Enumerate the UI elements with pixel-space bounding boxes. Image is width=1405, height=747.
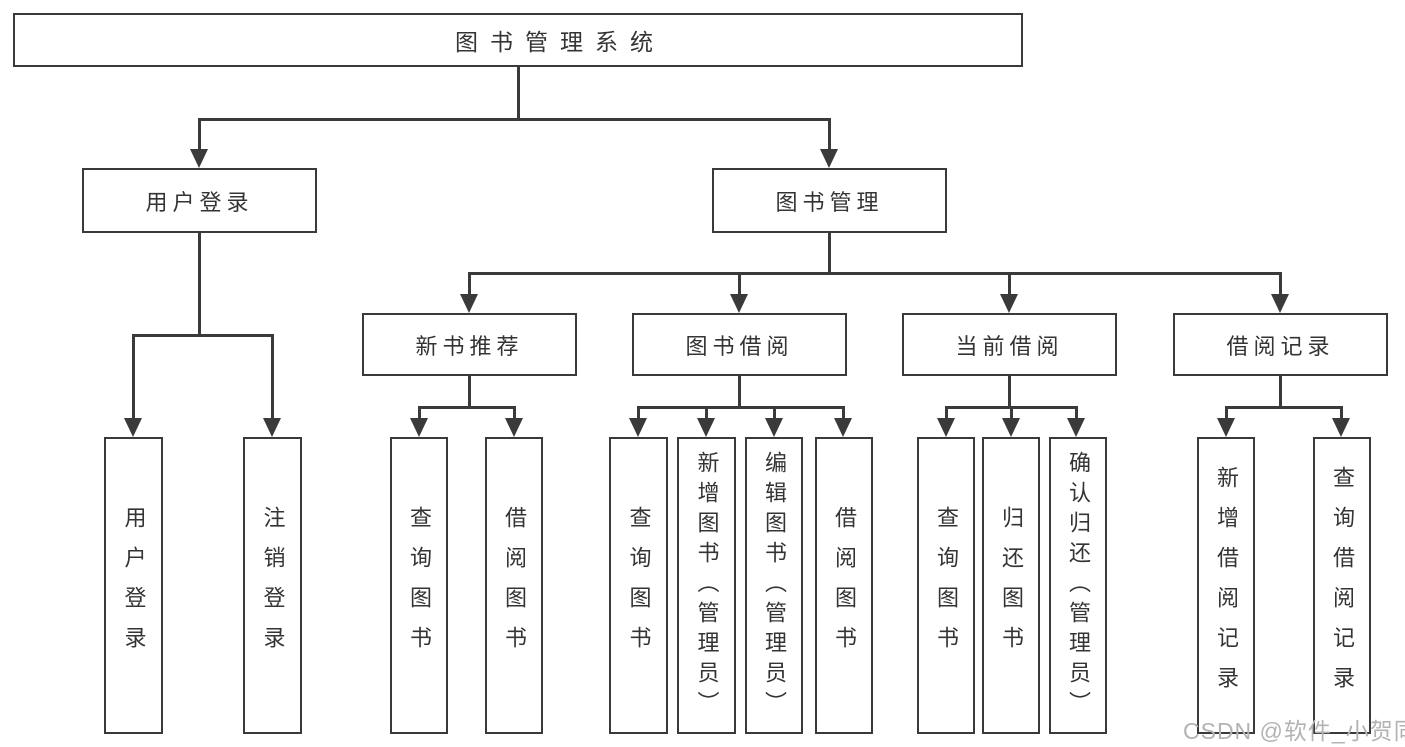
leaf-query-borrow-record-label: 查询借阅记录 [1330,465,1355,706]
arrow-down-cb-confirm [1067,418,1085,437]
leaf-confirm-return-admin: 确认归还（管理员） [1049,437,1107,734]
connector-bb-borrow [842,406,845,419]
arrow-down-book-borrow [730,294,748,313]
arrow-down-login-leaf [124,418,142,437]
node-borrow-records: 借阅记录 [1173,313,1388,376]
arrow-down-borrow-records [1271,294,1289,313]
leaf-edit-books-admin-label: 编辑图书（管理员） [762,450,787,721]
connector-new-book-bar [418,406,515,409]
leaf-confirm-return-admin-label: 确认归还（管理员） [1066,450,1091,721]
connector-current-borrow-stem [1008,376,1011,406]
leaf-borrow-books: 借阅图书 [815,437,873,734]
connector-bb-add [705,406,708,419]
leaf-logout-label: 注销登录 [260,505,286,666]
arrow-down-bb-add [697,418,715,437]
arrow-down-logout-leaf [263,418,281,437]
connector-bb-query [637,406,640,419]
node-new-book-recommend-label: 新书推荐 [415,333,524,359]
connector-book-mgmt-bar [469,272,1281,275]
connector-to-logout-leaf [271,334,274,419]
node-user-login: 用户登录 [82,168,317,233]
leaf-query-borrow-record: 查询借阅记录 [1313,437,1371,734]
arrow-down-bb-borrow [834,418,852,437]
node-user-login-label: 用户登录 [145,189,254,215]
connector-cb-confirm [1075,406,1078,419]
leaf-recommend-borrow-books-label: 借阅图书 [502,505,527,666]
node-book-management: 图书管理 [712,168,947,233]
leaf-current-query-books: 查询图书 [917,437,975,734]
leaf-current-query-books-label: 查询图书 [934,505,959,666]
connector-new-book-stem [468,376,471,406]
node-current-borrow: 当前借阅 [902,313,1117,376]
node-root-label: 图书管理系统 [455,29,665,55]
leaf-logout: 注销登录 [243,437,302,734]
leaf-borrow-query-books-label: 查询图书 [626,505,652,666]
leaf-edit-books-admin: 编辑图书（管理员） [745,437,803,734]
connector-borrow-records-bar [1225,406,1342,409]
connector-bb-edit [773,406,776,419]
arrow-down-nb-query [410,418,428,437]
connector-to-new-book [468,272,471,296]
connector-nb-query [418,406,421,419]
connector-to-login-leaf [132,334,135,419]
leaf-user-login: 用户登录 [104,437,163,734]
node-book-borrow: 图书借阅 [632,313,847,376]
leaf-return-books-label: 归还图书 [999,505,1024,666]
leaf-borrow-query-books: 查询图书 [609,437,668,734]
connector-root-stem [517,67,520,118]
leaf-add-borrow-record: 新增借阅记录 [1197,437,1255,734]
arrow-down-cb-query [937,418,955,437]
connector-cb-query [945,406,948,419]
arrow-down-nb-borrow [505,418,523,437]
connector-book-borrow-bar [637,406,845,409]
arrow-down-new-book [460,294,478,313]
node-new-book-recommend: 新书推荐 [362,313,577,376]
arrow-down-br-add [1217,418,1235,437]
leaf-recommend-query-books-label: 查询图书 [407,505,432,666]
csdn-watermark: CSDN @软件_小贺同学 [1183,718,1405,744]
arrow-down-bb-query [629,418,647,437]
arrow-down-current-borrow [1000,294,1018,313]
connector-to-book-borrow [738,272,741,296]
connector-to-book-management [828,118,831,151]
connector-root-branch-bar [198,118,831,121]
arrow-down-book-management [820,149,838,168]
leaf-return-books: 归还图书 [982,437,1040,734]
arrow-down-cb-return [1002,418,1020,437]
node-root-library-system: 图书管理系统 [13,13,1023,67]
arrow-down-bb-edit [765,418,783,437]
leaf-borrow-books-label: 借阅图书 [832,505,857,666]
connector-to-user-login [198,118,201,151]
connector-cb-return [1010,406,1013,419]
leaf-recommend-query-books: 查询图书 [390,437,448,734]
leaf-add-books-admin: 新增图书（管理员） [677,437,736,734]
connector-user-login-bar [132,334,273,337]
connector-book-mgmt-stem [828,233,831,272]
connector-nb-borrow [513,406,516,419]
node-book-borrow-label: 图书借阅 [685,333,794,359]
arrow-down-user-login [190,149,208,168]
connector-to-current-borrow [1008,272,1011,296]
connector-to-borrow-records [1279,272,1282,296]
leaf-recommend-borrow-books: 借阅图书 [485,437,543,734]
connector-br-add [1225,406,1228,419]
connector-br-query [1340,406,1343,419]
leaf-add-borrow-record-label: 新增借阅记录 [1214,465,1239,706]
connector-borrow-records-stem [1279,376,1282,406]
node-current-borrow-label: 当前借阅 [955,333,1064,359]
arrow-down-br-query [1332,418,1350,437]
node-book-management-label: 图书管理 [775,189,884,215]
connector-book-borrow-stem [738,376,741,406]
leaf-user-login-label: 用户登录 [121,505,147,666]
leaf-add-books-admin-label: 新增图书（管理员） [694,450,720,721]
node-borrow-records-label: 借阅记录 [1226,333,1335,359]
connector-user-login-stem [198,233,201,334]
